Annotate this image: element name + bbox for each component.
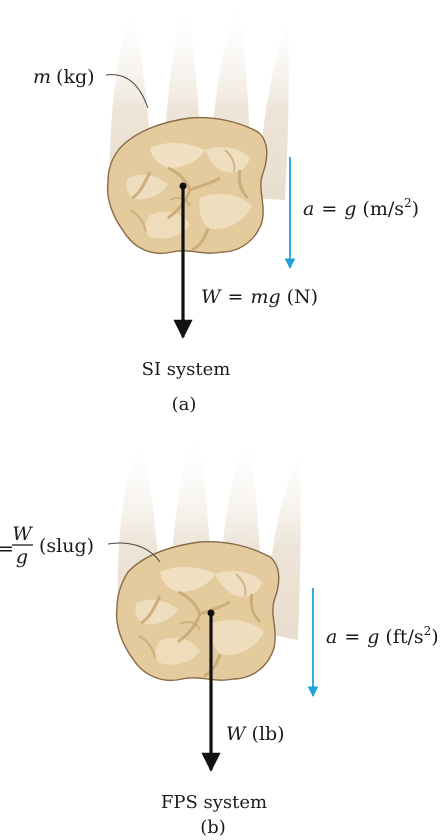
mass-label-a: m(kg) (33, 66, 95, 88)
rock-a (108, 118, 267, 254)
panel-a: m(kg) a=g(m/s2) W=mg(N) SI system (a) (33, 0, 419, 415)
weight-label-b: W(lb) (226, 723, 285, 745)
mass-unit-b: (slug) (39, 535, 94, 557)
system-label-a: SI system (142, 359, 231, 380)
mass-fraction-numerator: W (12, 523, 33, 545)
caption-b: (b) (200, 817, 226, 838)
caption-a: (a) (172, 394, 197, 415)
weight-label-a: W=mg(N) (201, 286, 318, 308)
accel-label-b: a=g(ft/s2) (326, 624, 439, 648)
mass-fraction-denominator: g (16, 546, 28, 568)
mass-label-b: = W g (slug) (0, 523, 94, 568)
panel-b: = W g (slug) a=g(ft/s2) W(lb) FPS system… (0, 430, 439, 838)
accel-label-a: a=g(m/s2) (303, 196, 419, 220)
rock-b (117, 542, 279, 681)
system-label-b: FPS system (161, 792, 267, 813)
